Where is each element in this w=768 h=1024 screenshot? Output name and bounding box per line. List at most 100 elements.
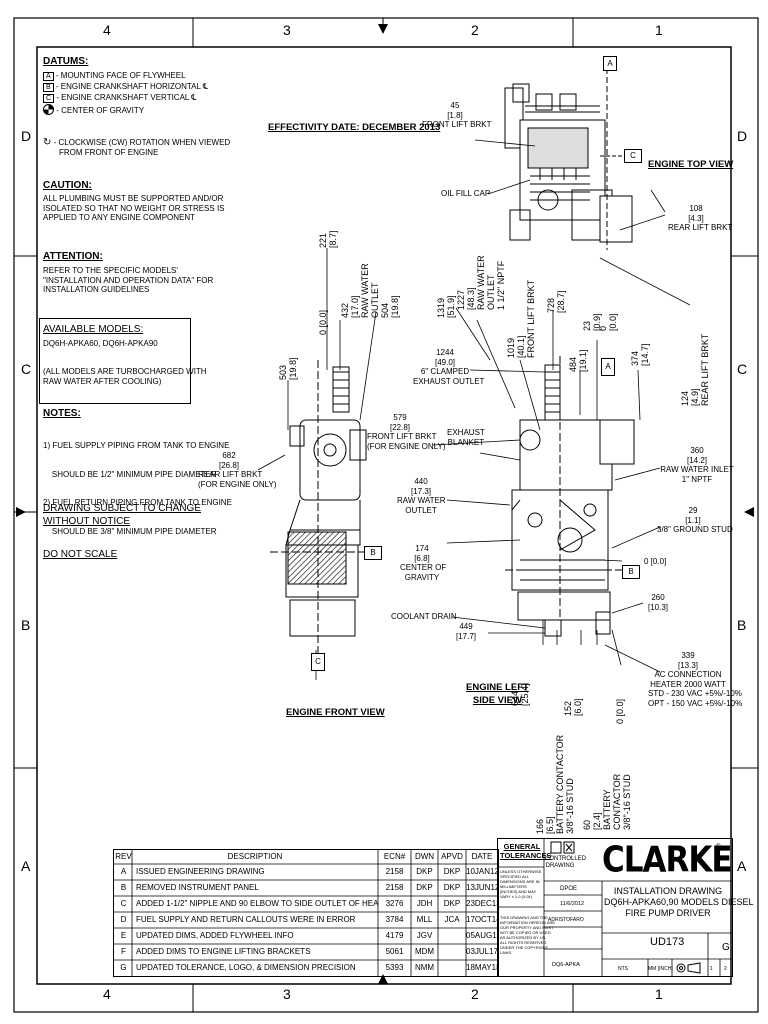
callout-zero-front: 0 [0.0] [318,309,328,335]
rev-cell-apvd: DKP [443,899,461,908]
caution-line: ISOLATED SO THAT NO WEIGHT OR STRESS IS [43,203,225,213]
callout-line: REAR LIFT BRKT [668,223,733,232]
callout-line: 484 [568,356,578,372]
center-of-gravity-icon [43,104,54,115]
datum-c-text: - ENGINE CRANKSHAFT VERTICAL ℄ [56,93,197,102]
callout-line: GRAVITY [404,572,440,582]
side-view-engine [511,364,635,637]
left-view-title-1: ENGINE LEFT [466,682,529,693]
callout-line: EXHAUST [447,428,485,437]
tol-line: MILLIMETERS [500,884,527,889]
notes-text: 1) FUEL SUPPLY PIPING FROM TANK TO ENGIN… [43,422,232,546]
rev-cell-apvd [438,945,466,959]
callout-line: [26.8] [218,460,239,470]
callout-line: BATTERY [602,789,612,830]
callout-484: 484[19.1] [568,349,588,372]
title-line-2: DQ6H-APKA60,90 MODELS DIESEL [604,897,754,907]
rev-cell-rev: B [120,883,127,892]
revision-letter: G [722,942,730,953]
rev-cell-rev: D [120,915,127,924]
callout-line: 360 [690,446,704,455]
callout-line: 260 [651,593,665,602]
callout-line: [10.3] [647,602,668,612]
callout-line: OUTLET [370,282,380,318]
callout-line: [40.1] [516,335,526,358]
projection-symbol-icon [674,961,704,974]
callout-line: 1019 [506,337,516,358]
rev-cell-description: ADDED 1-1/2" NIPPLE AND 90 ELBOW TO SIDE… [136,899,378,908]
callout-line: CONTACTOR [612,773,622,830]
controlled-drawing-icon [550,841,576,855]
caution-line: APPLIED TO ANY ENGINE COMPONENT [43,213,196,222]
callout-line: (FOR ENGINE ONLY) [367,441,446,451]
scale: NTS [618,966,628,972]
prop-line: THIS DRAWING AND THE [500,915,548,920]
callout-line: BATTERY CONTACTOR [555,734,565,834]
rev-cell-rev: E [120,931,127,940]
datums-list: A - MOUNTING FACE OF FLYWHEEL B - ENGINE… [43,71,208,116]
callout-line: 1" NPTF [681,474,713,484]
callout-line: 503 [278,364,288,380]
front-view-engine [270,360,375,670]
notes-line: 1) FUEL SUPPLY PIPING FROM TANK TO ENGIN… [43,441,230,450]
rev-header-dwn: DWN [414,852,435,861]
title-block-grid [498,839,732,976]
top-view-title: ENGINE TOP VIEW [648,159,734,170]
prop-line: OUR PROPERTY AND MUST [500,925,554,930]
callout-line: 3/8" GROUND STUD [657,525,733,534]
callout-zero-side: 0 [0.0] [644,557,667,566]
callout-line: 682 [222,451,236,460]
rotation-line-2: FROM FRONT OF ENGINE [59,147,159,157]
callout-line: [6.0] [573,698,583,716]
tol-line: [INCHES] AND MAY [500,889,537,894]
rev-cell-dwn: JGV [416,931,433,940]
callout-line: 221 [318,232,328,248]
callout-line: EXHAUST OUTLET [413,376,485,386]
callout-front-lift-579: 579[22.8]FRONT LIFT BRKT(FOR ENGINE ONLY… [367,413,446,451]
notes-title: NOTES: [43,408,81,419]
notes-line: SHOULD BE 3/8" MINIMUM PIPE DIAMETER [43,526,217,536]
callout-1019-front-lift: 1019[40.1]FRONT LIFT BRKT [506,280,536,358]
callout-line: 728 [546,297,556,313]
callout-line: [14.7] [640,343,650,366]
callout-line: BLANKET [447,437,485,447]
zone-bottom-3: 3 [283,986,291,1002]
callout-line: 3/8"-16 STUD [565,778,575,834]
callout-728: 728[28.7] [546,290,566,313]
datum-flag-b-side: B [622,565,640,579]
callout-line: [48.3] [466,287,476,310]
rev-cell-description: ISSUED ENGINEERING DRAWING [136,867,265,876]
callout-line: [17.3] [410,486,431,496]
callout-374: 374[14.7] [630,343,650,366]
tol-line: VARY ± 1.0 (0.04) [500,894,532,899]
callout-line: [8.7] [328,230,338,248]
rev-cell-ecn: 2158 [385,883,404,892]
callout-rear-lift-682: 682[26.8]REAR LIFT BRKT(FOR ENGINE ONLY) [198,451,277,489]
callout-line: [22.8] [389,422,410,432]
callout-124-rear-lift: 124[4.9]REAR LIFT BRKT [680,334,710,406]
rev-cell-ecn: 3276 [385,899,404,908]
callout-152: 152[6.0] [563,698,583,716]
datums-title: DATUMS: [43,56,89,67]
zone-left-D: D [21,128,32,144]
rev-cell-date: 18MAY18 [466,963,498,972]
callout-line: 124 [680,390,690,406]
title-line-1: INSTALLATION DRAWING [613,886,723,896]
rev-cell-apvd: DKP [443,867,461,876]
datum-a-tag: A [43,72,54,81]
models-note-2: RAW WATER AFTER COOLING) [43,377,162,386]
zone-top-3: 3 [283,22,291,38]
zone-left-A: A [21,858,31,874]
rotation-note: ↻ - CLOCKWISE (CW) ROTATION WHEN VIEWED … [43,138,230,157]
rev-header-rev: REV [115,852,132,861]
callout-line: 0 [598,325,608,331]
callout-line: FRONT LIFT BRKT [367,432,437,441]
available-models-box: AVAILABLE MODELS: DQ6H-APKA60, DQ6H-APKA… [39,318,207,404]
prop-line: INFORMATION HEREON ARE [500,920,556,925]
callout-oil-fill-cap: OIL FILL CAP [441,189,491,198]
